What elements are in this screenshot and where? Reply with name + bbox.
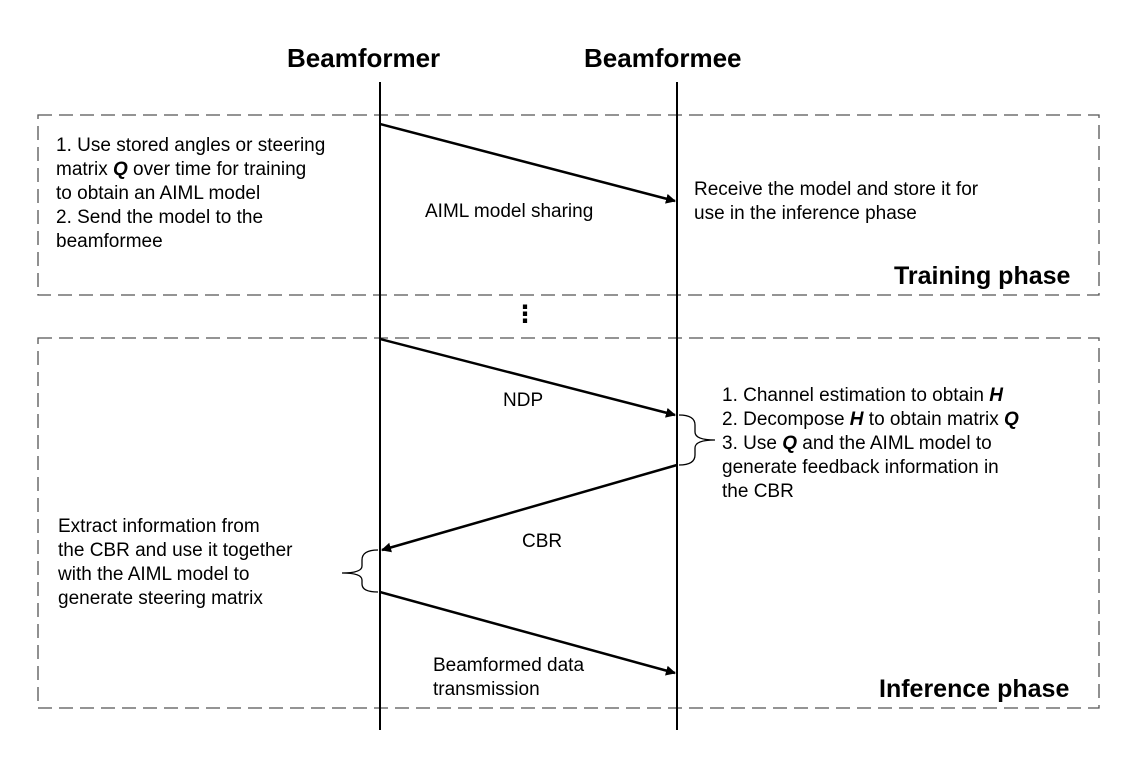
training-beamformer-steps: 1. Use stored angles or steering matrix … [56, 134, 325, 254]
aiml-model-sharing-label: AIML model sharing [425, 201, 594, 222]
matrix-q-symbol: Q [113, 159, 128, 180]
beamformed-data-label: Beamformed data transmission [433, 654, 584, 702]
training-phase-label: Training phase [894, 262, 1071, 291]
extract-line4: generate steering matrix [58, 588, 263, 609]
inference-step3-line1: 3. Use Q and the AIML model to [722, 433, 992, 454]
training-phase-box [37, 114, 1100, 296]
training-receive-line1: Receive the model and store it for [694, 179, 979, 200]
phase-separator-dots: ⋮ [513, 301, 537, 328]
beamformed-data-line1: Beamformed data [433, 655, 585, 676]
inference-step1: 1. Channel estimation to obtain H [722, 385, 1003, 406]
inference-phase-label: Inference phase [879, 675, 1070, 704]
training-step1-line2: matrix Q over time for training [56, 159, 307, 180]
training-beamformee-text: Receive the model and store it for use i… [694, 178, 978, 226]
training-step1-line1: 1. Use stored angles or steering [56, 135, 326, 156]
channel-h-symbol-2: H [849, 409, 864, 430]
beamformee-header: Beamformee [584, 43, 742, 73]
training-step2-line2: beamformee [56, 231, 163, 252]
extract-line3: with the AIML model to [58, 564, 250, 585]
beamformer-processing-text: Extract information from the CBR and use… [58, 515, 292, 611]
inference-step2: 2. Decompose H to obtain matrix Q [722, 409, 1019, 430]
extract-line2: the CBR and use it together [58, 540, 293, 561]
extract-line1: Extract information from [58, 516, 260, 537]
beamformee-processing-steps: 1. Channel estimation to obtain H 2. Dec… [722, 384, 1019, 504]
matrix-q-symbol-3: Q [782, 433, 797, 454]
beamformer-processing-brace [341, 549, 379, 593]
aiml-model-sharing-arrow [379, 122, 676, 204]
cbr-arrow [381, 463, 678, 553]
training-step2-line1: 2. Send the model to the [56, 207, 264, 228]
beamformee-processing-brace [678, 414, 716, 466]
channel-h-symbol: H [989, 385, 1003, 406]
ndp-arrow [379, 337, 676, 418]
training-step1-line3: to obtain an AIML model [56, 183, 261, 204]
inference-step3-line3: the CBR [722, 481, 794, 502]
cbr-label: CBR [522, 531, 563, 552]
matrix-q-symbol-2: Q [1003, 409, 1019, 430]
training-receive-line2: use in the inference phase [694, 203, 917, 224]
inference-phase-box [37, 337, 1100, 709]
inference-step3-line2: generate feedback information in [722, 457, 999, 478]
beamformer-header: Beamformer [287, 43, 441, 73]
beamformed-data-arrow [379, 590, 676, 676]
ndp-label: NDP [503, 390, 544, 411]
beamformed-data-line2: transmission [433, 679, 540, 700]
